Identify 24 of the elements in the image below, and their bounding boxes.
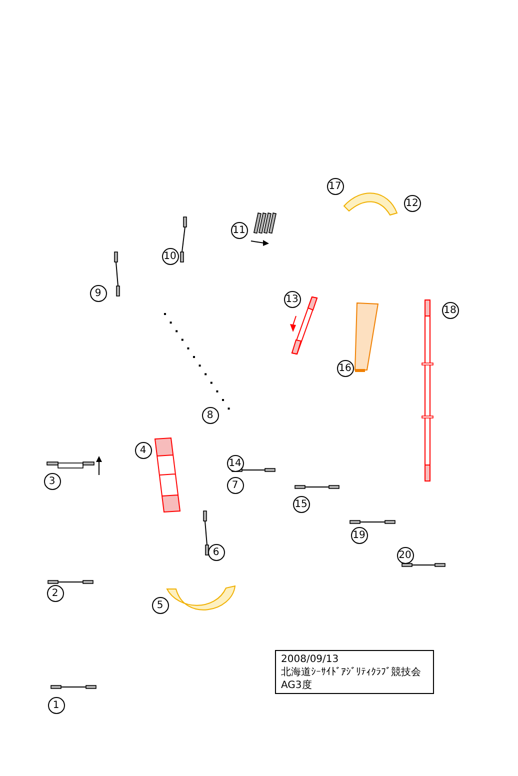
- callout-number: 1: [48, 696, 64, 714]
- callout-number: 13: [284, 290, 300, 308]
- callout-number: 9: [90, 284, 106, 302]
- callout-number: 6: [208, 544, 224, 560]
- callout-number: 5: [152, 596, 168, 614]
- callout-number: 11: [230, 222, 248, 238]
- callout-number: 2: [46, 584, 64, 602]
- info-box: [275, 650, 434, 694]
- callout-number: 12: [404, 194, 420, 212]
- callout-number: 14: [226, 454, 244, 472]
- callout-number: 20: [396, 546, 414, 564]
- date-text: 2008/09/13: [281, 653, 340, 666]
- callout-number: 3: [44, 472, 60, 490]
- callout-number: 16: [336, 360, 354, 376]
- callout-number: 8: [202, 406, 218, 424]
- callout-number: 19: [350, 526, 368, 544]
- event-title: 北海道ｼｰｻｲﾄﾞｱｼﾞﾘﾃｨｸﾗﾌﾞ競技会: [281, 666, 422, 679]
- callout-number: 18: [442, 302, 458, 318]
- callout-number: 7: [226, 476, 244, 494]
- callout-number: 10: [162, 248, 178, 264]
- callout-number: 4: [134, 442, 152, 458]
- callout-number: 15: [292, 496, 310, 512]
- callout-number: 17: [326, 178, 344, 194]
- class-text: AG3度: [281, 679, 313, 692]
